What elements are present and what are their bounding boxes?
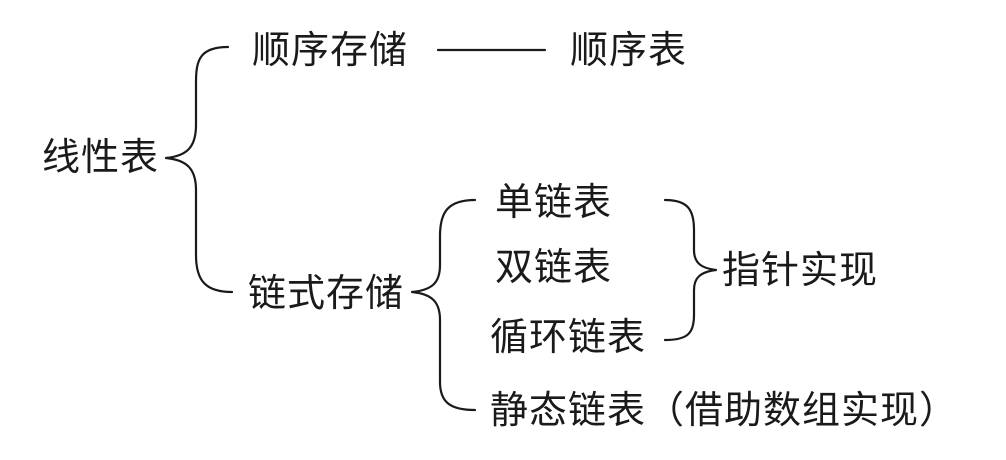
static-linked-list-label: 静态链表（借助数组实现）: [490, 388, 959, 432]
singly-linked-list-label: 单链表: [495, 180, 613, 224]
sequential-storage-label: 顺序存储: [252, 28, 409, 72]
pointer-implementation-label: 指针实现: [722, 248, 879, 292]
circular-linked-list-label: 循环链表: [490, 315, 647, 359]
root-brace: [164, 45, 234, 294]
root-label: 线性表: [42, 135, 160, 179]
pointer-brace: [663, 198, 718, 342]
linked-brace: [410, 198, 477, 412]
linked-storage-label: 链式存储: [248, 271, 405, 315]
doubly-linked-list-label: 双链表: [495, 245, 613, 289]
sequential-table-label: 顺序表: [570, 28, 688, 72]
